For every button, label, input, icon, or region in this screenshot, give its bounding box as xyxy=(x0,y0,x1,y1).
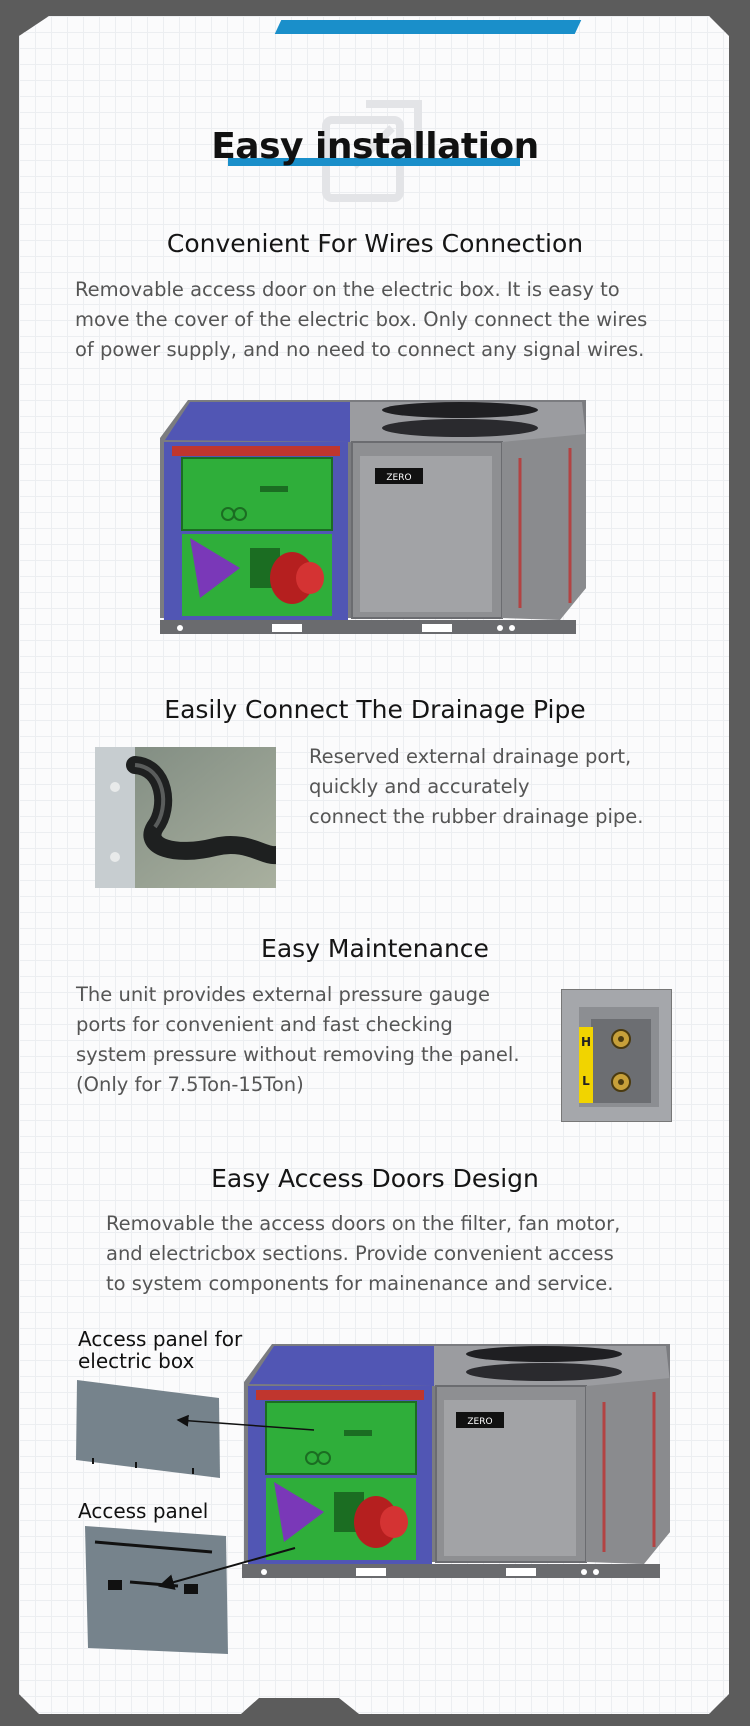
title-underline xyxy=(228,158,520,166)
rooftop-unit-image: ZERO xyxy=(160,400,586,634)
text-line: Removable the access doors on the filter… xyxy=(106,1212,621,1235)
section-heading-wires: Convenient For Wires Connection xyxy=(166,229,584,258)
pressure-gauge-photo: H L xyxy=(561,989,672,1122)
electric-box-panel xyxy=(76,1380,220,1478)
section-text-access-doors: Removable the access doors on the filter… xyxy=(106,1209,706,1299)
section-text-maintenance: The unit provides external pressure gaug… xyxy=(76,980,556,1100)
label-access-panel-electric-box: Access panel for electric box xyxy=(78,1328,242,1372)
section-text-drainage: Reserved external drainage port, quickly… xyxy=(309,742,729,832)
text-line: system pressure without removing the pan… xyxy=(76,1043,520,1066)
arrow-to-electric-panel xyxy=(176,1414,315,1431)
caption-line: electric box xyxy=(78,1349,195,1373)
arrow-to-access-panel xyxy=(158,1547,296,1590)
text-line: Removable access door on the electric bo… xyxy=(75,278,620,301)
text-line: Reserved external drainage port, xyxy=(309,745,632,768)
section-text-wires: Removable access door on the electric bo… xyxy=(75,275,715,365)
text-line: (Only for 7.5Ton-15Ton) xyxy=(76,1073,304,1096)
section-heading-access-doors: Easy Access Doors Design xyxy=(211,1164,539,1193)
access-panel-shape xyxy=(85,1526,228,1654)
brand-logo-2: ZERO xyxy=(467,1417,492,1427)
caption-line: Access panel for xyxy=(78,1327,243,1351)
brand-logo: ZERO xyxy=(386,473,411,483)
section-heading-maintenance: Easy Maintenance xyxy=(261,934,489,963)
section-heading-drainage: Easily Connect The Drainage Pipe xyxy=(164,695,586,724)
gauge-label-high: H xyxy=(581,1035,591,1049)
gauge-label-low: L xyxy=(582,1074,590,1088)
page-title: Easy installation xyxy=(211,126,539,167)
text-line: of power supply, and no need to connect … xyxy=(75,338,645,361)
label-access-panel: Access panel xyxy=(78,1499,209,1523)
text-line: and electricbox sections. Provide conven… xyxy=(106,1242,614,1265)
text-line: quickly and accurately xyxy=(309,775,530,798)
text-line: move the cover of the electric box. Only… xyxy=(75,308,648,331)
text-line: The unit provides external pressure gaug… xyxy=(76,983,490,1006)
drainage-pipe-photo xyxy=(95,747,276,888)
top-accent-bar xyxy=(274,20,582,34)
text-line: connect the rubber drainage pipe. xyxy=(309,805,644,828)
access-panels-diagram: ZERO xyxy=(76,1344,670,1654)
text-line: ports for convenient and fast checking xyxy=(76,1013,453,1036)
text-line: to system components for mainenance and … xyxy=(106,1272,614,1295)
rooftop-unit-image-2: ZERO xyxy=(242,1344,670,1578)
